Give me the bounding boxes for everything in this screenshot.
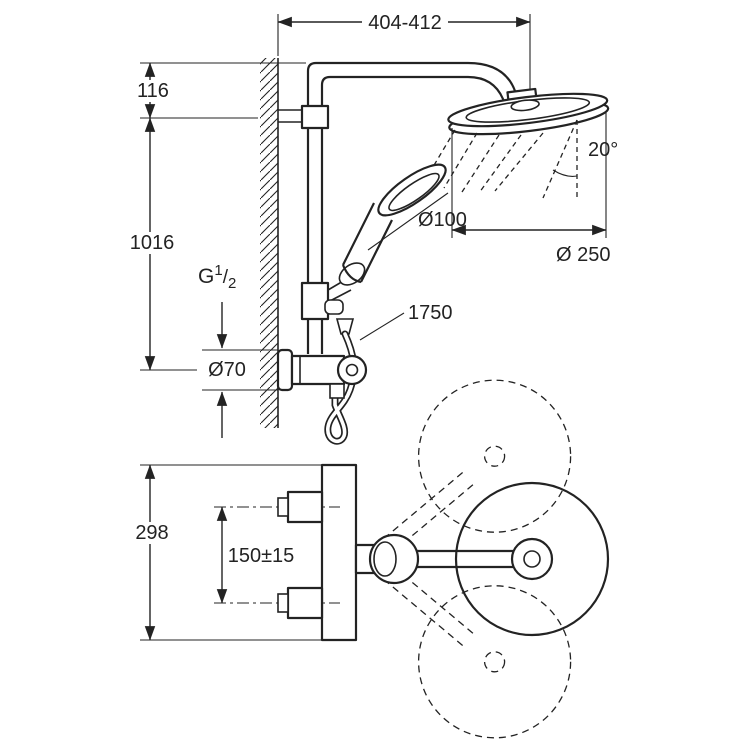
ghost-hub-upper: [483, 445, 506, 467]
mixer-knob: [336, 354, 368, 386]
hose-cone: [335, 318, 355, 335]
label-bg: [132, 80, 174, 102]
spray-pattern: 20°: [423, 119, 618, 199]
pipe-inner-edge: [320, 75, 507, 354]
thread-numerator: 1: [214, 262, 222, 279]
dim-top-width: 404-412: [277, 12, 531, 90]
dim-head-diameter: Ø 250: [451, 112, 610, 266]
spray-line: [494, 132, 544, 192]
slide-bar-holder: [300, 262, 366, 335]
hand-shower-diameter-label: Ø100: [418, 209, 467, 231]
hose-leader-line: [359, 312, 405, 341]
swivel-joint: [368, 533, 420, 585]
hose-length-label: 1750: [408, 302, 453, 324]
label-bg: [224, 545, 298, 567]
label-bg: [126, 232, 178, 254]
handle-edge: [342, 202, 375, 266]
angle-arc: [552, 169, 578, 177]
hand-shower: Ø100: [341, 163, 467, 284]
pipe-collar: [300, 104, 330, 130]
slider-collar: [300, 281, 330, 321]
spray-angle-line: [542, 119, 578, 199]
thread-denominator: 2: [228, 275, 236, 292]
bottom-height-label: 298: [135, 522, 168, 544]
mounting-plate: [320, 463, 358, 642]
label-bg: [128, 522, 174, 544]
spray-line: [478, 134, 522, 194]
ghost-arm-line: [374, 470, 466, 547]
ghost-arm-line: [374, 571, 466, 648]
hand-shower-face: [388, 172, 440, 212]
ghost-arm-upper: [374, 470, 476, 560]
supply-valve-top: [286, 490, 324, 524]
bottom-view: 298 150±15: [128, 379, 610, 739]
thread-g: G: [198, 265, 214, 288]
head-hub-plan: [510, 537, 554, 581]
spray-line: [423, 129, 456, 183]
supply-valve-top-cap: [277, 497, 289, 517]
wall-offset-label: 116: [137, 80, 169, 102]
ghost-arm-line: [384, 482, 476, 560]
ghost-head-circle-lower: [417, 585, 572, 739]
thread-slash: /: [223, 267, 229, 288]
head-circle-plan: [454, 481, 610, 637]
slider-knob: [324, 299, 344, 315]
label-bg: [200, 359, 254, 381]
handle-edge: [360, 219, 393, 283]
wall-section: [260, 58, 279, 428]
ghost-arm-line: [384, 558, 476, 636]
handle-cap: [341, 264, 362, 284]
thread-size-label: G1/2: [198, 262, 236, 292]
ghost-head-circle-upper: [417, 379, 572, 533]
ghost-arm-lower: [374, 558, 476, 648]
ghost-hub-lower: [483, 651, 506, 673]
spray-line: [461, 134, 500, 193]
thermostat-mixer: [276, 348, 368, 399]
head-cap: [510, 99, 540, 112]
head-diameter-label: Ø 250: [556, 244, 610, 266]
top-width-label: 404-412: [368, 12, 441, 34]
supply-valve-bottom-cap: [277, 593, 289, 613]
riser-pipe: [278, 61, 521, 354]
mixer-bottom-port: [329, 383, 345, 399]
mixer-escutcheon: [276, 348, 294, 392]
mixer-diameter-label: Ø70: [208, 359, 246, 381]
dim-pipe-height-1016: 1016: [126, 117, 197, 371]
dim-mixer-diameter: G1/2 Ø70: [198, 262, 278, 438]
valve-spacing-label: 150±15: [228, 545, 295, 567]
head-center-plan: [523, 550, 541, 568]
mixer-knob-center: [345, 363, 359, 377]
supply-valve-bottom: [286, 586, 324, 620]
head-shower: [447, 87, 610, 136]
label-bg: [362, 12, 448, 32]
spray-line: [443, 132, 478, 189]
pipe-height-label: 1016: [130, 232, 175, 254]
wall-hatching: [260, 58, 278, 428]
holder-cup: [338, 262, 366, 286]
hand-shower-head: [377, 163, 447, 217]
swivel-joint-ball: [373, 541, 397, 577]
leader-line: [367, 192, 449, 251]
pipe-outer-edge: [306, 61, 521, 354]
dim-wall-offset-116: 116: [132, 62, 306, 119]
spray-angle-label: 20°: [588, 139, 618, 161]
